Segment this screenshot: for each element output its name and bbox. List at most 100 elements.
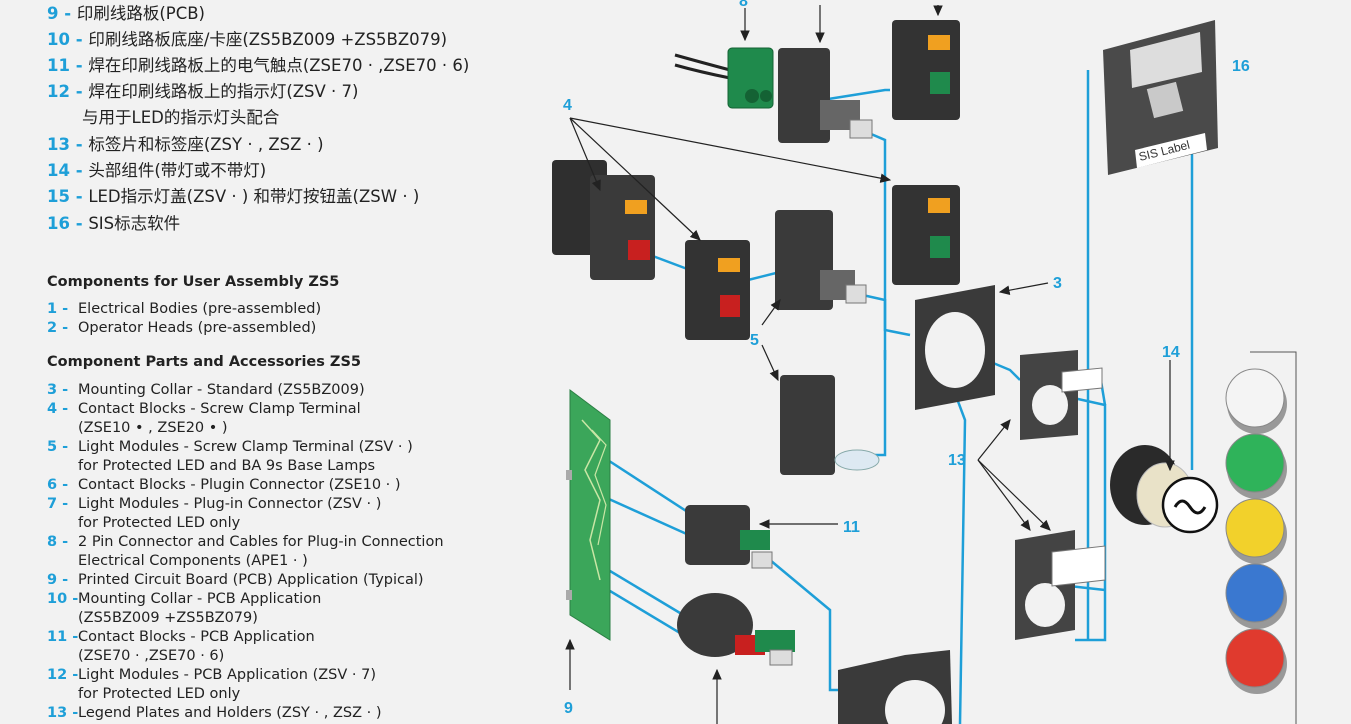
item-text: Contact Blocks - Plugin Connector (ZSE10… xyxy=(78,477,401,493)
item-text: Legend Plates and Holders (ZSY · , ZSZ ·… xyxy=(78,705,382,721)
pcb-mounting-collar xyxy=(838,650,952,724)
component-part-item: 4 - xyxy=(47,400,68,419)
cn-legend-separator: - xyxy=(69,214,89,233)
cn-legend-separator: - xyxy=(69,187,89,206)
legend-holder-small xyxy=(1020,350,1103,440)
component-part-item: 12 - xyxy=(47,666,78,685)
cn-legend-item: 16 - SIS标志软件 xyxy=(47,213,180,235)
two-pin-connector xyxy=(674,47,774,109)
item-number: 3 xyxy=(47,382,58,398)
item-text-continuation: Electrical Components (APE1 · ) xyxy=(78,553,308,569)
callout-16: 16 xyxy=(1232,58,1250,75)
item-number: 9 xyxy=(47,572,58,588)
component-part-item: 10 - xyxy=(47,590,78,609)
section-title-user-assembly: Components for User Assembly ZS5 xyxy=(47,274,340,290)
lens-cap xyxy=(1225,433,1285,493)
item-dash: - xyxy=(57,534,69,550)
callout-5: 5 xyxy=(750,332,759,349)
legend-panel: 9 - 印刷线路板(PCB) 10 - 印刷线路板底座/卡座(ZS5BZ009 +… xyxy=(0,0,540,724)
item-text: Printed Circuit Board (PCB) Application … xyxy=(78,572,424,588)
item-text-continuation: for Protected LED only xyxy=(78,686,241,702)
cn-legend-separator: - xyxy=(69,30,89,49)
cn-legend-separator: - xyxy=(69,56,89,75)
item-dash: - xyxy=(57,439,69,455)
callout-14: 14 xyxy=(1162,344,1180,361)
light-module-plugin xyxy=(778,48,873,143)
callout-3: 3 xyxy=(1053,275,1062,292)
component-part-item: 9 - xyxy=(47,571,68,590)
item-number: 10 xyxy=(47,591,68,607)
lens-caps-column xyxy=(1225,368,1287,694)
cn-legend-item: 10 - 印刷线路板底座/卡座(ZS5BZ009 +ZS5BZ079) xyxy=(47,29,447,51)
item-dash: - xyxy=(57,301,69,317)
item-text: Mounting Collar - PCB Application xyxy=(78,591,322,607)
callout-13: 13 xyxy=(948,452,966,469)
component-part-item: 8 - xyxy=(47,533,68,552)
contact-block-green-right xyxy=(892,185,960,285)
item-number: 13 xyxy=(47,705,68,721)
light-module-screw-clamp xyxy=(775,210,867,310)
lens-cap xyxy=(1225,368,1285,428)
item-dash: - xyxy=(57,382,69,398)
cn-legend-number: 10 xyxy=(47,30,70,49)
item-number: 7 xyxy=(47,496,58,512)
cn-legend-text: 印刷线路板(PCB) xyxy=(76,4,205,23)
cn-legend-text: LED指示灯盖(ZSV · ) 和带灯按钮盖(ZSW · ) xyxy=(88,187,420,206)
floppy-disk-sis-software: SIS Label xyxy=(1103,20,1218,175)
item-text-continuation: (ZSE70 · ,ZSE70 · 6) xyxy=(78,648,225,664)
callout-11: 11 xyxy=(843,519,860,536)
item-dash: - xyxy=(57,572,69,588)
component-part-item: 13 - xyxy=(47,704,78,723)
cn-legend-separator: - xyxy=(69,135,89,154)
cn-legend-continuation: 与用于LED的指示灯头配合 xyxy=(82,108,280,127)
cn-legend-number: 14 xyxy=(47,161,70,180)
item-dash: - xyxy=(57,496,69,512)
item-dash: - xyxy=(67,667,79,683)
item-number: 5 xyxy=(47,439,58,455)
cn-legend-text: SIS标志软件 xyxy=(88,214,181,233)
item-number: 4 xyxy=(47,401,58,417)
cn-legend-number: 15 xyxy=(47,187,70,206)
item-dash: - xyxy=(57,320,69,336)
item-number: 11 xyxy=(47,629,68,645)
item-number: 8 xyxy=(47,534,58,550)
cn-legend-item: 11 - 焊在印刷线路板上的电气触点(ZSE70 · ,ZSE70 · 6) xyxy=(47,55,469,77)
item-text: Light Modules - PCB Application (ZSV · 7… xyxy=(78,667,377,683)
cn-legend-separator: - xyxy=(69,161,89,180)
item-number: 1 xyxy=(47,301,58,317)
pointer-arrows xyxy=(565,5,1175,724)
contact-block-green-top xyxy=(892,20,960,120)
cn-legend-number: 16 xyxy=(47,214,70,233)
item-dash: - xyxy=(57,477,69,493)
light-module-with-lamp xyxy=(780,375,880,475)
callout-4: 4 xyxy=(563,97,572,114)
cn-legend-item: 9 - 印刷线路板(PCB) xyxy=(47,3,205,25)
component-part-item: 5 - xyxy=(47,438,68,457)
item-text-continuation: (ZSE10 • , ZSE20 • ) xyxy=(78,420,228,436)
callout-9: 9 xyxy=(564,700,573,717)
cn-legend-number: 12 xyxy=(47,82,70,101)
user-assembly-item: 2 - xyxy=(47,319,68,338)
item-number: 2 xyxy=(47,320,58,336)
contact-block-red-middle xyxy=(685,240,750,340)
section-title-component-parts: Component Parts and Accessories ZS5 xyxy=(47,354,361,370)
component-part-item: 7 - xyxy=(47,495,68,514)
item-text: Mounting Collar - Standard (ZS5BZ009) xyxy=(78,382,365,398)
cn-legend-text: 印刷线路板底座/卡座(ZS5BZ009 +ZS5BZ079) xyxy=(88,30,448,49)
mounting-collar-standard xyxy=(915,285,995,410)
cn-legend-text: 焊在印刷线路板上的电气触点(ZSE70 · ,ZSE70 · 6) xyxy=(88,56,470,75)
item-text: Light Modules - Plug-in Connector (ZSV ·… xyxy=(78,496,382,512)
item-text: Light Modules - Screw Clamp Terminal (ZS… xyxy=(78,439,413,455)
lens-cap xyxy=(1225,628,1285,688)
callout-8: 8 xyxy=(739,0,748,10)
pcb-board xyxy=(566,389,611,641)
cn-legend-number: 13 xyxy=(47,135,70,154)
lens-cap xyxy=(1225,563,1285,623)
cn-legend-item: 14 - 头部组件(带灯或不带灯) xyxy=(47,160,266,182)
pcb-contact-block xyxy=(685,505,773,569)
item-text: Contact Blocks - PCB Application xyxy=(78,629,315,645)
component-part-item: 3 - xyxy=(47,381,68,400)
cn-legend-item: 12 - 焊在印刷线路板上的指示灯(ZSV · 7) xyxy=(47,81,358,103)
cn-legend-number: 9 xyxy=(47,4,59,23)
